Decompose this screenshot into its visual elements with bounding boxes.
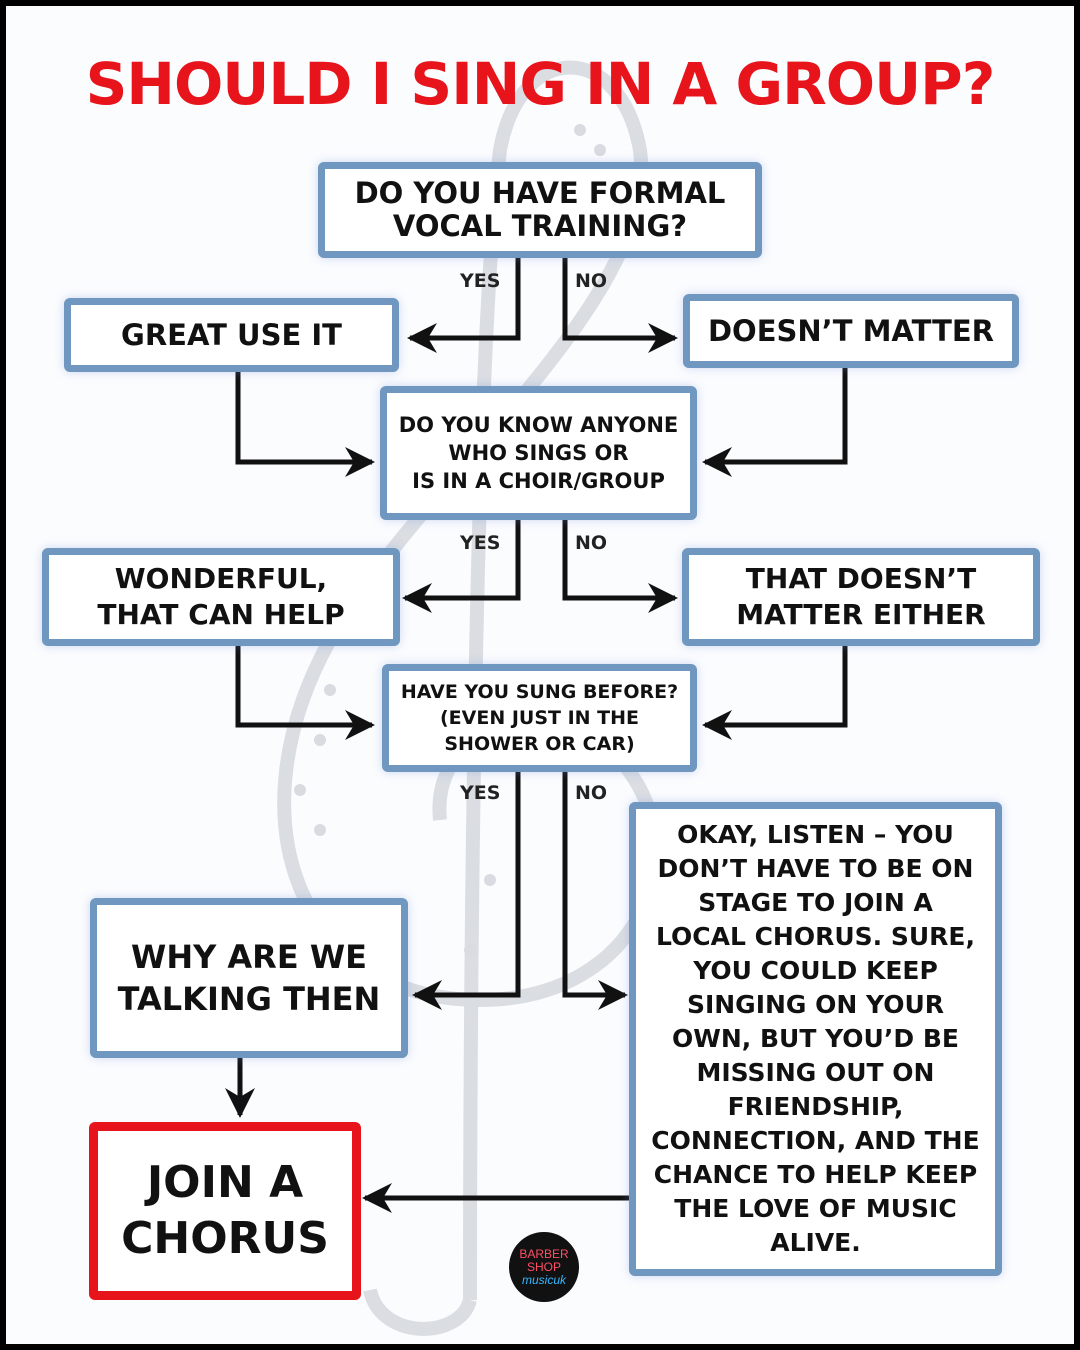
arrow-q1no-q2 — [702, 368, 848, 477]
arrow-q3-yes — [412, 772, 521, 1010]
arrow-q1-no — [562, 255, 678, 353]
answer-why-are-we-talking: WHY ARE WE TALKING THEN — [90, 898, 408, 1058]
answer-okay-listen: OKAY, LISTEN – YOU DON’T HAVE TO BE ON S… — [629, 802, 1002, 1276]
label-yes-q3: YES — [460, 782, 501, 804]
answer-great-use-it: GREAT USE IT — [64, 298, 399, 372]
arrow-q2-no — [562, 520, 678, 613]
label-no-q2: NO — [575, 532, 608, 554]
question-sung-before: HAVE YOU SUNG BEFORE? (EVEN JUST IN THE … — [382, 664, 697, 772]
arrow-q1-yes — [407, 255, 521, 353]
answer-wonderful: WONDERFUL, THAT CAN HELP — [42, 548, 400, 646]
result-join-a-chorus: JOIN A CHORUS — [89, 1122, 361, 1300]
arrow-q2yes-q3 — [235, 646, 375, 740]
watermark-dots — [294, 124, 606, 956]
label-yes-q2: YES — [460, 532, 501, 554]
arrow-q2-yes — [402, 520, 521, 613]
answer-that-doesnt-matter-either: THAT DOESN’T MATTER EITHER — [682, 548, 1040, 646]
logo-text-shop: SHOP — [526, 1259, 561, 1274]
logo-text-barber: BARBER — [519, 1246, 569, 1261]
arrow-q1yes-q2 — [235, 372, 375, 477]
logo-text-music: musicuk — [521, 1272, 566, 1287]
arrow-q3-no — [562, 772, 628, 1010]
label-no-q1: NO — [575, 270, 608, 292]
arrow-q2no-q3 — [702, 646, 848, 740]
label-yes-q1: YES — [460, 270, 501, 292]
question-formal-training: DO YOU HAVE FORMAL VOCAL TRAINING? — [318, 162, 762, 258]
label-no-q3: NO — [575, 782, 608, 804]
barbershop-music-logo: BARBER SHOP musicuk — [509, 1232, 579, 1302]
question-know-anyone: DO YOU KNOW ANYONE WHO SINGS OR IS IN A … — [380, 386, 697, 520]
answer-doesnt-matter: DOESN’T MATTER — [683, 294, 1019, 368]
page-title: SHOULD I SING IN A GROUP? — [85, 50, 996, 118]
